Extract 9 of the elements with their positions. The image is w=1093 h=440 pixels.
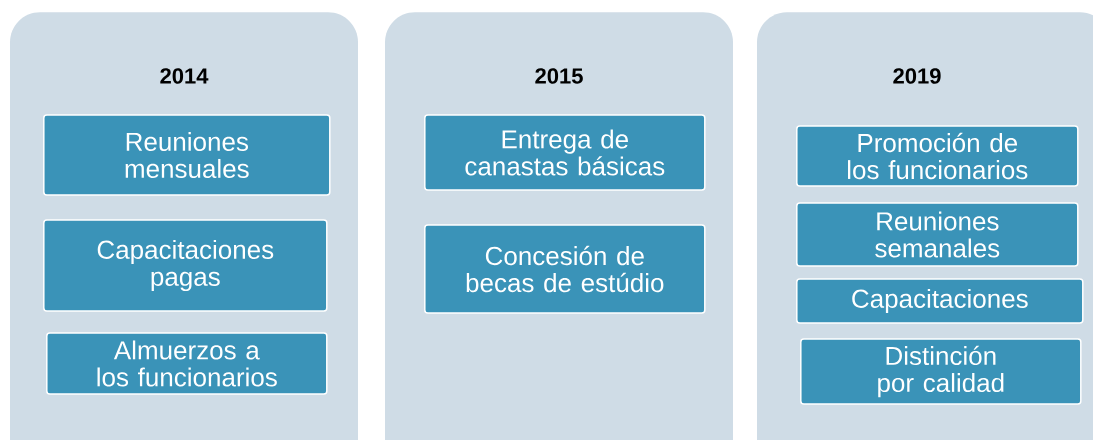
text-box: Concesión de becas de estúdio <box>424 224 706 314</box>
text-box: Promoción de los funcionarios <box>796 125 1079 187</box>
text-box: Reuniones semanales <box>796 202 1079 267</box>
text-box: Capacitaciones <box>796 278 1084 324</box>
text-box: Distinción por calidad <box>800 338 1082 405</box>
text-box: Capacitaciones pagas <box>43 219 328 312</box>
text-box: Almuerzos a los funcionarios <box>46 332 328 395</box>
text-box: Entrega de canastas básicas <box>424 114 706 191</box>
text-box: Reuniones mensuales <box>43 114 331 196</box>
